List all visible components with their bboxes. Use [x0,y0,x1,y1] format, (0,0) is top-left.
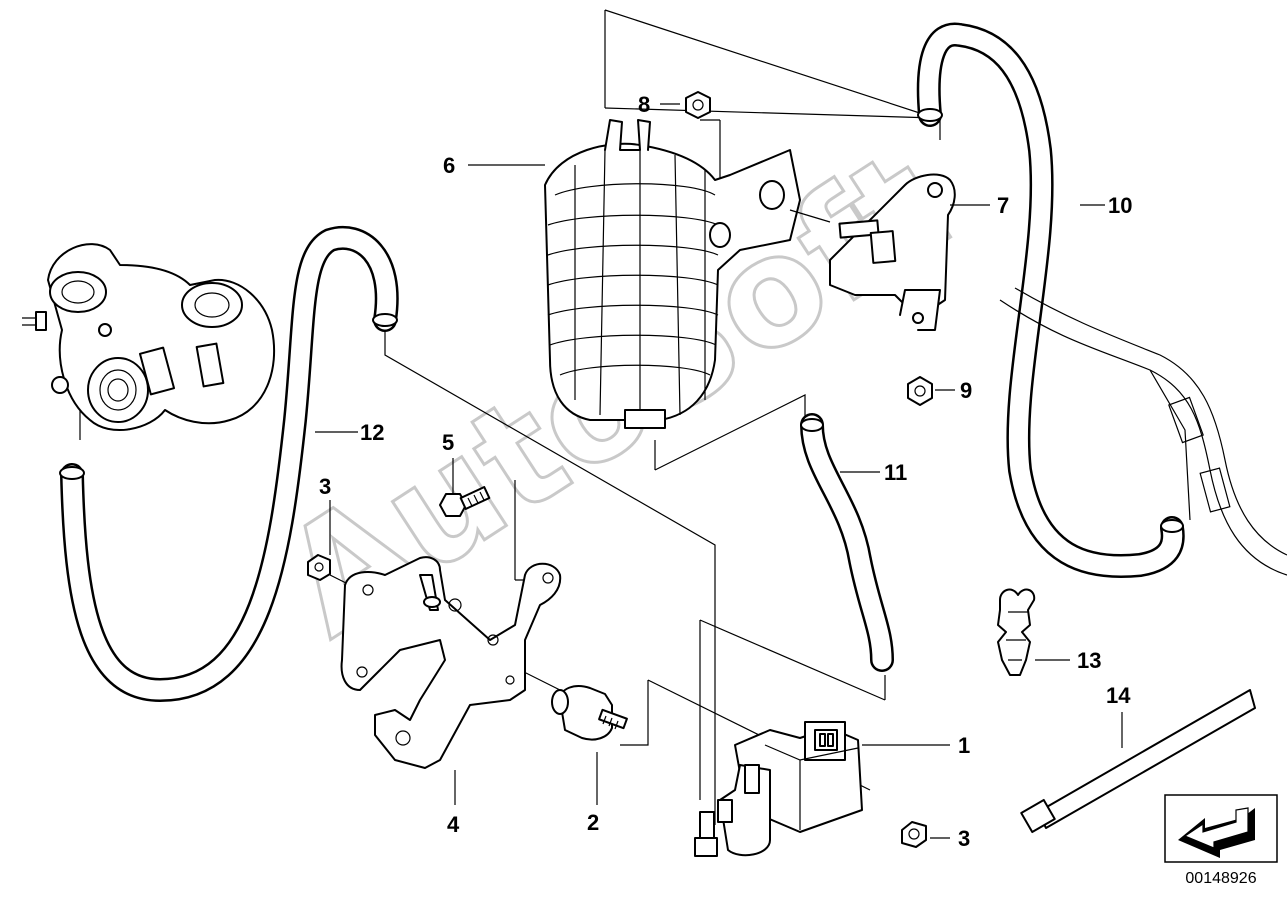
callout-labels: 1 2 3 3 4 5 6 7 8 9 10 11 12 13 14 [319,92,1132,851]
callout-7: 7 [997,193,1009,218]
vacuum-reservoir [544,119,801,429]
bracket-7 [829,173,956,331]
hose-clip-13 [997,588,1036,676]
callout-3-upper: 3 [319,474,331,499]
diagram-number: 00148926 [1185,870,1257,887]
nut-9 [907,376,933,406]
nut-3-right [901,821,927,848]
hose-12 [59,225,399,702]
callout-11: 11 [884,460,907,485]
turbocharger [22,243,276,432]
callout-3-lower: 3 [958,826,970,851]
callout-13: 13 [1077,648,1101,673]
callout-4: 4 [447,812,460,837]
arrow-emblem [1164,794,1278,863]
callout-12: 12 [360,420,384,445]
callout-6: 6 [443,153,455,178]
nut-8 [685,91,711,119]
hose-11 [800,413,894,672]
callout-9: 9 [960,378,972,403]
callout-5: 5 [442,430,454,455]
bracket-4 [340,556,562,769]
background-pipes [999,287,1287,576]
callout-8: 8 [638,92,650,117]
callout-14: 14 [1106,683,1131,708]
bolt-5 [439,486,491,517]
pressure-converter-1 [694,721,863,857]
callout-leaders [315,103,1123,839]
nut-3-left [307,554,331,581]
hose-10 [916,22,1185,579]
callout-1: 1 [958,733,970,758]
cable-tie-14 [1020,689,1256,834]
callout-10: 10 [1108,193,1132,218]
rubber-mount-2 [551,685,628,741]
callout-2: 2 [587,810,599,835]
